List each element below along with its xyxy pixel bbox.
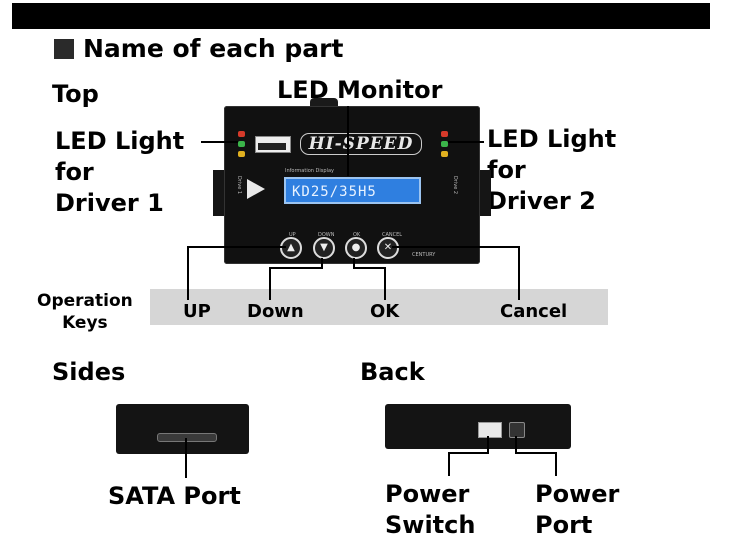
key-label-up: UP: [183, 301, 211, 322]
led-green-driver1: [238, 141, 245, 147]
device-right-tab: [479, 170, 491, 216]
power-switch-line2: Switch: [385, 511, 476, 539]
sata-port-label: SATA Port: [108, 482, 241, 510]
power-port-line2: Port: [535, 511, 593, 539]
device-corner-brand: CENTURY: [412, 252, 436, 258]
section-top-label: Top: [52, 80, 99, 108]
key-caption-down: DOWN: [318, 232, 335, 238]
lcd-display: KD25/35H5: [284, 177, 421, 204]
led-light-driver1-line3: Driver 1: [55, 189, 164, 217]
down-key-callout: [269, 258, 323, 300]
key-caption-up: UP: [289, 232, 296, 238]
up-key-callout: [187, 246, 286, 300]
led-light-driver1-line1: LED Light: [55, 127, 185, 155]
cancel-key-callout: [392, 246, 520, 300]
key-label-cancel: Cancel: [500, 301, 568, 322]
ok-circle-icon[interactable]: ●: [345, 237, 367, 259]
power-switch-line1: Power: [385, 480, 470, 508]
heading-square-bullet: [54, 39, 74, 59]
info-display-caption: Information Display: [285, 168, 334, 174]
device-side-view: [116, 404, 249, 454]
device-brand-text: HI-SPEED: [300, 133, 422, 155]
device-logo-badge: [255, 136, 291, 153]
operation-keys-bar: [150, 289, 608, 325]
key-caption-cancel: CANCEL: [382, 232, 403, 238]
down-arrow-icon[interactable]: ▼: [313, 237, 335, 259]
device-top-bump: [310, 98, 338, 108]
operation-keys-title-line1: Operation: [37, 291, 133, 311]
led-monitor-label: LED Monitor: [277, 76, 443, 104]
operation-keys-title-line2: Keys: [62, 313, 108, 333]
operation-keys-title: Operation Keys: [37, 290, 133, 334]
led-light-driver1-line2: for: [55, 158, 94, 186]
led-light-driver2-line3: Driver 2: [487, 187, 596, 215]
key-label-down: Down: [247, 301, 304, 322]
section-back-label: Back: [360, 358, 425, 386]
led-red-driver2: [441, 131, 448, 137]
led-light-driver1-label: LED Light for Driver 1: [55, 126, 184, 219]
power-port-label: Power Port: [535, 479, 619, 541]
top-black-bar: [12, 3, 710, 29]
page-heading: Name of each part: [83, 34, 344, 63]
device-left-tab: [213, 170, 225, 216]
drive1-arrow-icon: [247, 179, 265, 199]
ok-key-callout: [353, 258, 386, 300]
led-yellow-driver1: [238, 151, 245, 157]
led-light-driver2-label: LED Light for Driver 2: [487, 124, 616, 217]
led-light-driver2-line1: LED Light: [487, 125, 617, 153]
power-switch-label: Power Switch: [385, 479, 475, 541]
power-switch-callout: [448, 436, 489, 476]
power-switch-toggle: [478, 422, 502, 438]
key-caption-ok: OK: [353, 232, 361, 238]
led-red-driver1: [238, 131, 245, 137]
led-light-driver2-line2: for: [487, 156, 526, 184]
led-yellow-driver2: [441, 151, 448, 157]
power-port-line1: Power: [535, 480, 620, 508]
power-port-callout: [515, 436, 557, 476]
section-sides-label: Sides: [52, 358, 126, 386]
key-label-ok: OK: [370, 301, 400, 322]
led-green-driver2: [441, 141, 448, 147]
